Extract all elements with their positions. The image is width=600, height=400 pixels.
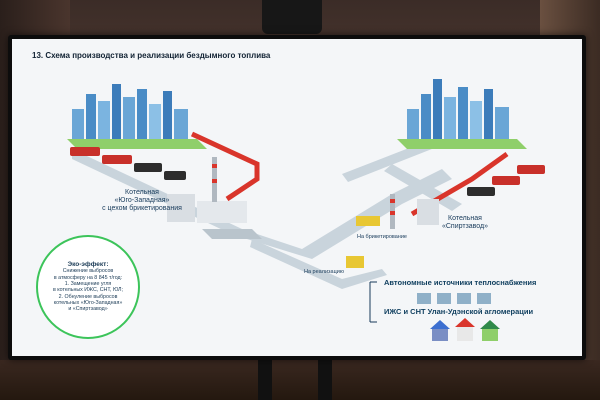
scheme-diagram	[67, 79, 545, 341]
boiler-plant-right	[390, 194, 439, 229]
eco-line: 2. Обнуление выбросов	[58, 293, 118, 300]
autonomous-heat-label: Автономные источники теплоснабжения	[384, 278, 537, 287]
train-right	[467, 165, 545, 196]
eco-effect-badge: Эко-эффект: Снижение выбросов в атмосфер…	[36, 235, 140, 339]
rail-left-red	[190, 131, 260, 202]
eco-line: и «Спиртзавод»	[68, 306, 108, 313]
tv-stand-leg-right	[318, 360, 332, 400]
road-center	[242, 169, 452, 259]
house-icons	[430, 318, 500, 341]
slide: 13. Схема производства и реализации безд…	[12, 39, 582, 356]
truck-to-briquetting	[356, 216, 380, 226]
boiler-plant-left	[167, 157, 262, 239]
tv-monitor: 13. Схема производства и реализации безд…	[8, 35, 586, 360]
right-boiler-label: Котельная «Спиртзавод»	[441, 215, 489, 231]
road-right-upper	[342, 139, 437, 182]
train-left	[70, 147, 186, 180]
eco-line: в атмосферу на 8 845 т/год:	[53, 274, 123, 281]
eco-line: котельных «Юго-Западная»	[53, 300, 123, 307]
to-briquetting-label: На брикетирование	[357, 234, 407, 240]
eco-line: 1. Замещение угля	[64, 280, 112, 287]
eco-line: в котельных ИЖС, СНТ, ЮЛ;	[52, 287, 124, 294]
eco-line: Снижение выбросов	[62, 268, 114, 275]
to-sale-label: На реализацию	[304, 269, 344, 275]
eco-heading: Эко-эффект:	[67, 261, 109, 269]
road-right	[384, 164, 462, 211]
izhs-snt-label: ИЖС и СНТ Улан-Удэнской агломерации	[384, 307, 534, 316]
slide-title: 13. Схема производства и реализации безд…	[32, 51, 271, 60]
road-sale	[250, 239, 387, 289]
left-boiler-label: Котельная «Юго-Западная» с цехом брикети…	[102, 189, 182, 213]
tv-stand-leg-left	[258, 360, 272, 400]
floor	[0, 360, 600, 400]
city-right	[397, 79, 527, 149]
city-left	[67, 84, 207, 149]
autonomous-icons	[417, 293, 491, 304]
truck-to-sale	[346, 256, 364, 268]
tv-mount	[262, 0, 322, 34]
